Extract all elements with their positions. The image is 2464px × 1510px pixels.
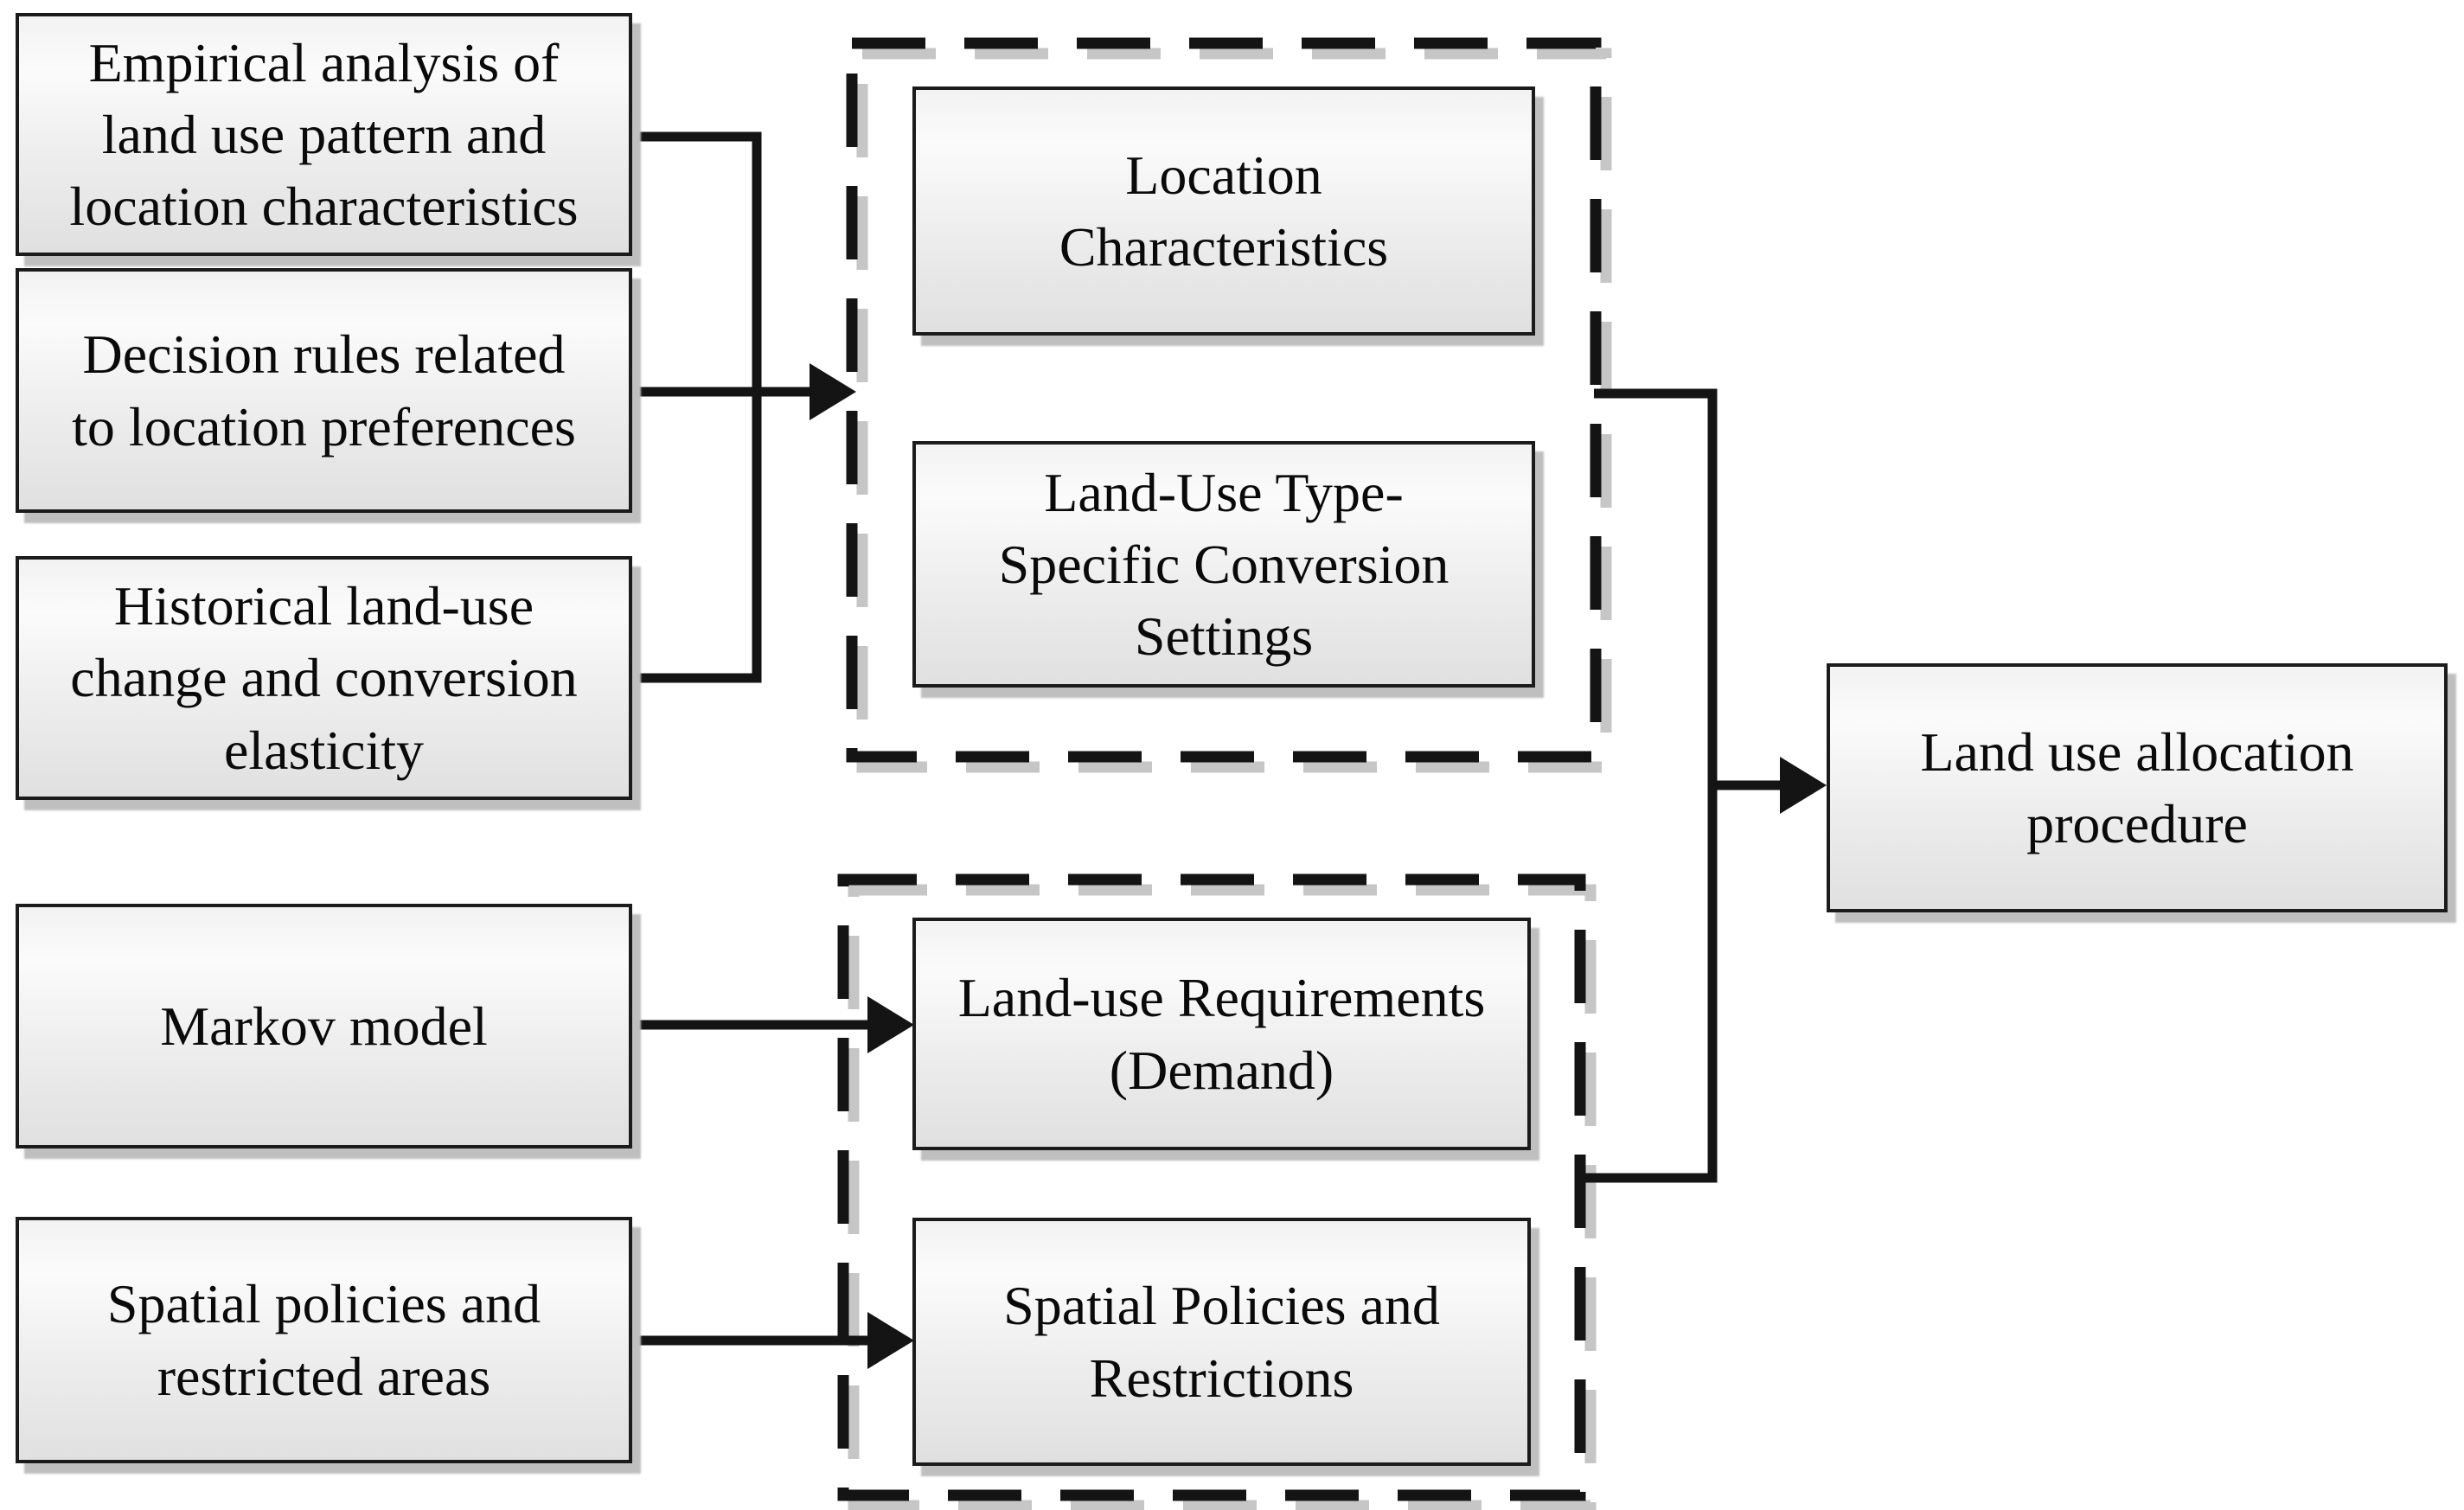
node-location-characteristics: Location Characteristics bbox=[912, 86, 1535, 336]
connector-groups-right-rail bbox=[1578, 388, 1718, 1183]
arrowhead-into-allocation bbox=[1780, 757, 1827, 814]
node-empirical-analysis: Empirical analysis of land use pattern a… bbox=[16, 13, 632, 256]
node-markov-model: Markov model bbox=[16, 904, 632, 1148]
node-landuse-requirements: Land-use Requirements (Demand) bbox=[912, 918, 1531, 1150]
node-spatial-restrictions: Spatial Policies and Restrictions bbox=[912, 1218, 1531, 1466]
arrowhead-into-restrictions bbox=[867, 1312, 914, 1369]
node-decision-rules: Decision rules related to location prefe… bbox=[16, 268, 632, 513]
demand-policies-group-border bbox=[837, 873, 1586, 1501]
node-historical-change: Historical land-use change and conversio… bbox=[16, 556, 632, 800]
node-allocation-procedure: Land use allocation procedure bbox=[1827, 663, 2448, 912]
node-conversion-settings: Land-Use Type- Specific Conversion Setti… bbox=[912, 441, 1535, 688]
node-spatial-policies-input: Spatial policies and restricted areas bbox=[16, 1217, 632, 1463]
connector-left-merge-bracket bbox=[632, 131, 762, 683]
driving-factors-group-border bbox=[846, 37, 1602, 763]
driving-factors-group-border-shadow bbox=[856, 48, 1612, 773]
arrowhead-into-demand bbox=[867, 996, 914, 1053]
arrowhead-into-top-group bbox=[810, 363, 856, 420]
demand-policies-group-border-shadow bbox=[848, 884, 1597, 1510]
